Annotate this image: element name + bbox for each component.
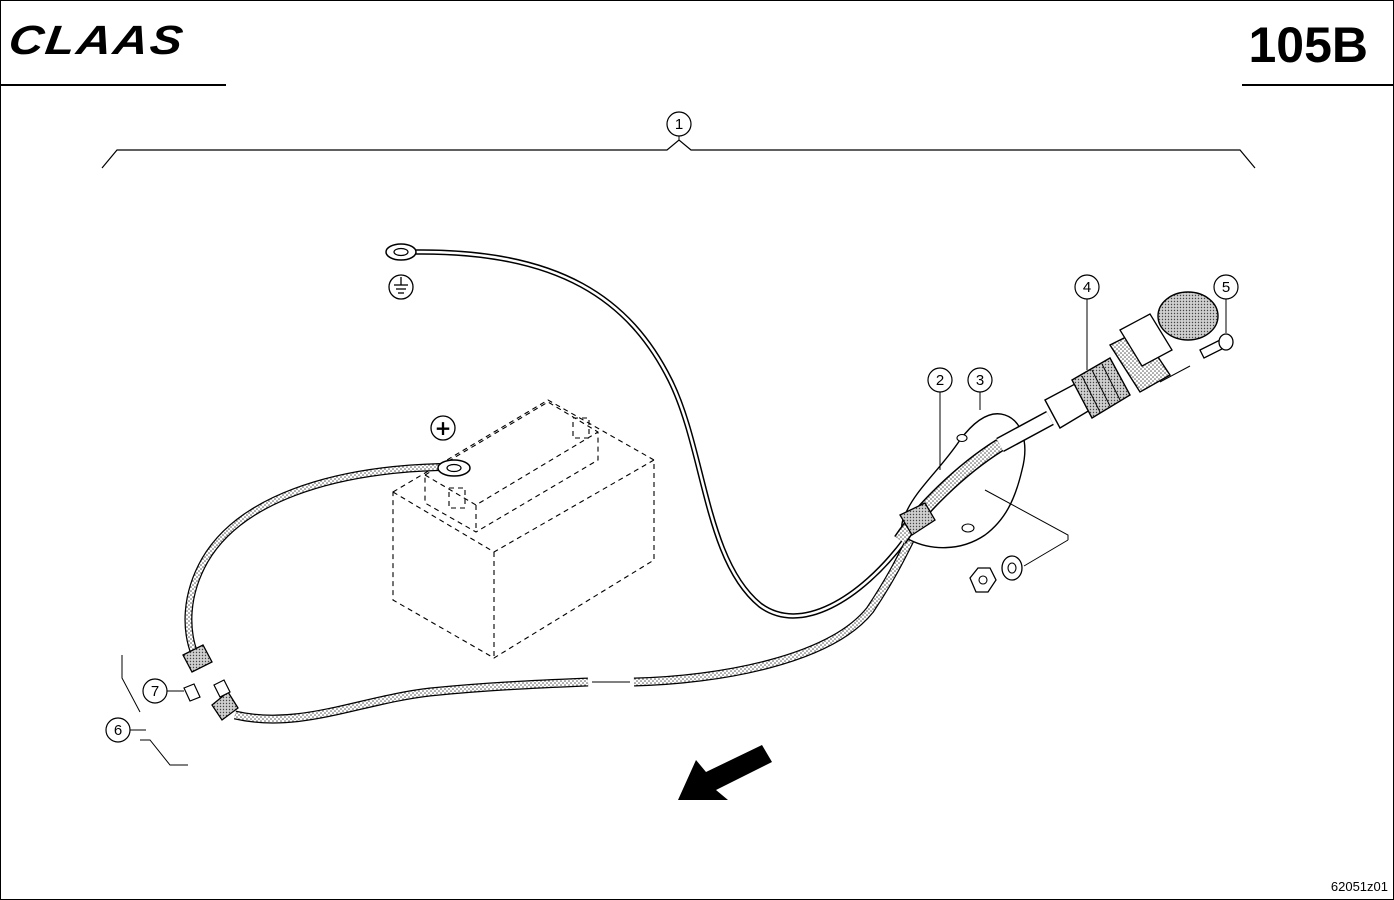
positive-terminal-icon: +	[430, 415, 456, 441]
callout-2: 2	[927, 367, 953, 470]
fuse	[183, 683, 201, 702]
page-number: 105B	[1248, 17, 1368, 73]
positive-cable	[182, 459, 471, 673]
ground-cable	[385, 243, 908, 619]
callout-6: 6	[105, 717, 146, 743]
nut-and-washer	[969, 555, 1023, 593]
ground-symbol-icon	[388, 274, 414, 300]
callout-5: 5	[1213, 274, 1239, 333]
callout-3: 3	[967, 367, 993, 410]
item-6-bracket	[121, 655, 188, 766]
callout-4: 4	[1074, 274, 1100, 370]
callout-7: 7	[142, 678, 184, 704]
callout-4-label: 4	[1083, 279, 1091, 296]
harness-trunk	[894, 410, 1054, 544]
callout-7-label: 7	[151, 683, 159, 700]
brand-underline	[0, 84, 226, 86]
callout-2-label: 2	[936, 372, 944, 389]
screw	[1199, 333, 1234, 359]
direction-arrow-icon	[678, 745, 772, 800]
drawing-code: 62051z01	[1330, 879, 1388, 894]
signal-cable	[211, 537, 915, 724]
assembly-bracket	[101, 139, 1256, 169]
battery	[392, 399, 655, 659]
positive-symbol-text: +	[435, 416, 452, 440]
callout-1: 1	[666, 111, 692, 140]
page-number-underline	[1242, 84, 1394, 86]
mounting-plate	[901, 413, 1069, 567]
callout-1-label: 1	[675, 116, 683, 133]
callout-5-label: 5	[1222, 279, 1230, 296]
callout-3-label: 3	[976, 372, 984, 389]
callout-6-label: 6	[114, 722, 122, 739]
socket-connector	[1044, 291, 1219, 429]
